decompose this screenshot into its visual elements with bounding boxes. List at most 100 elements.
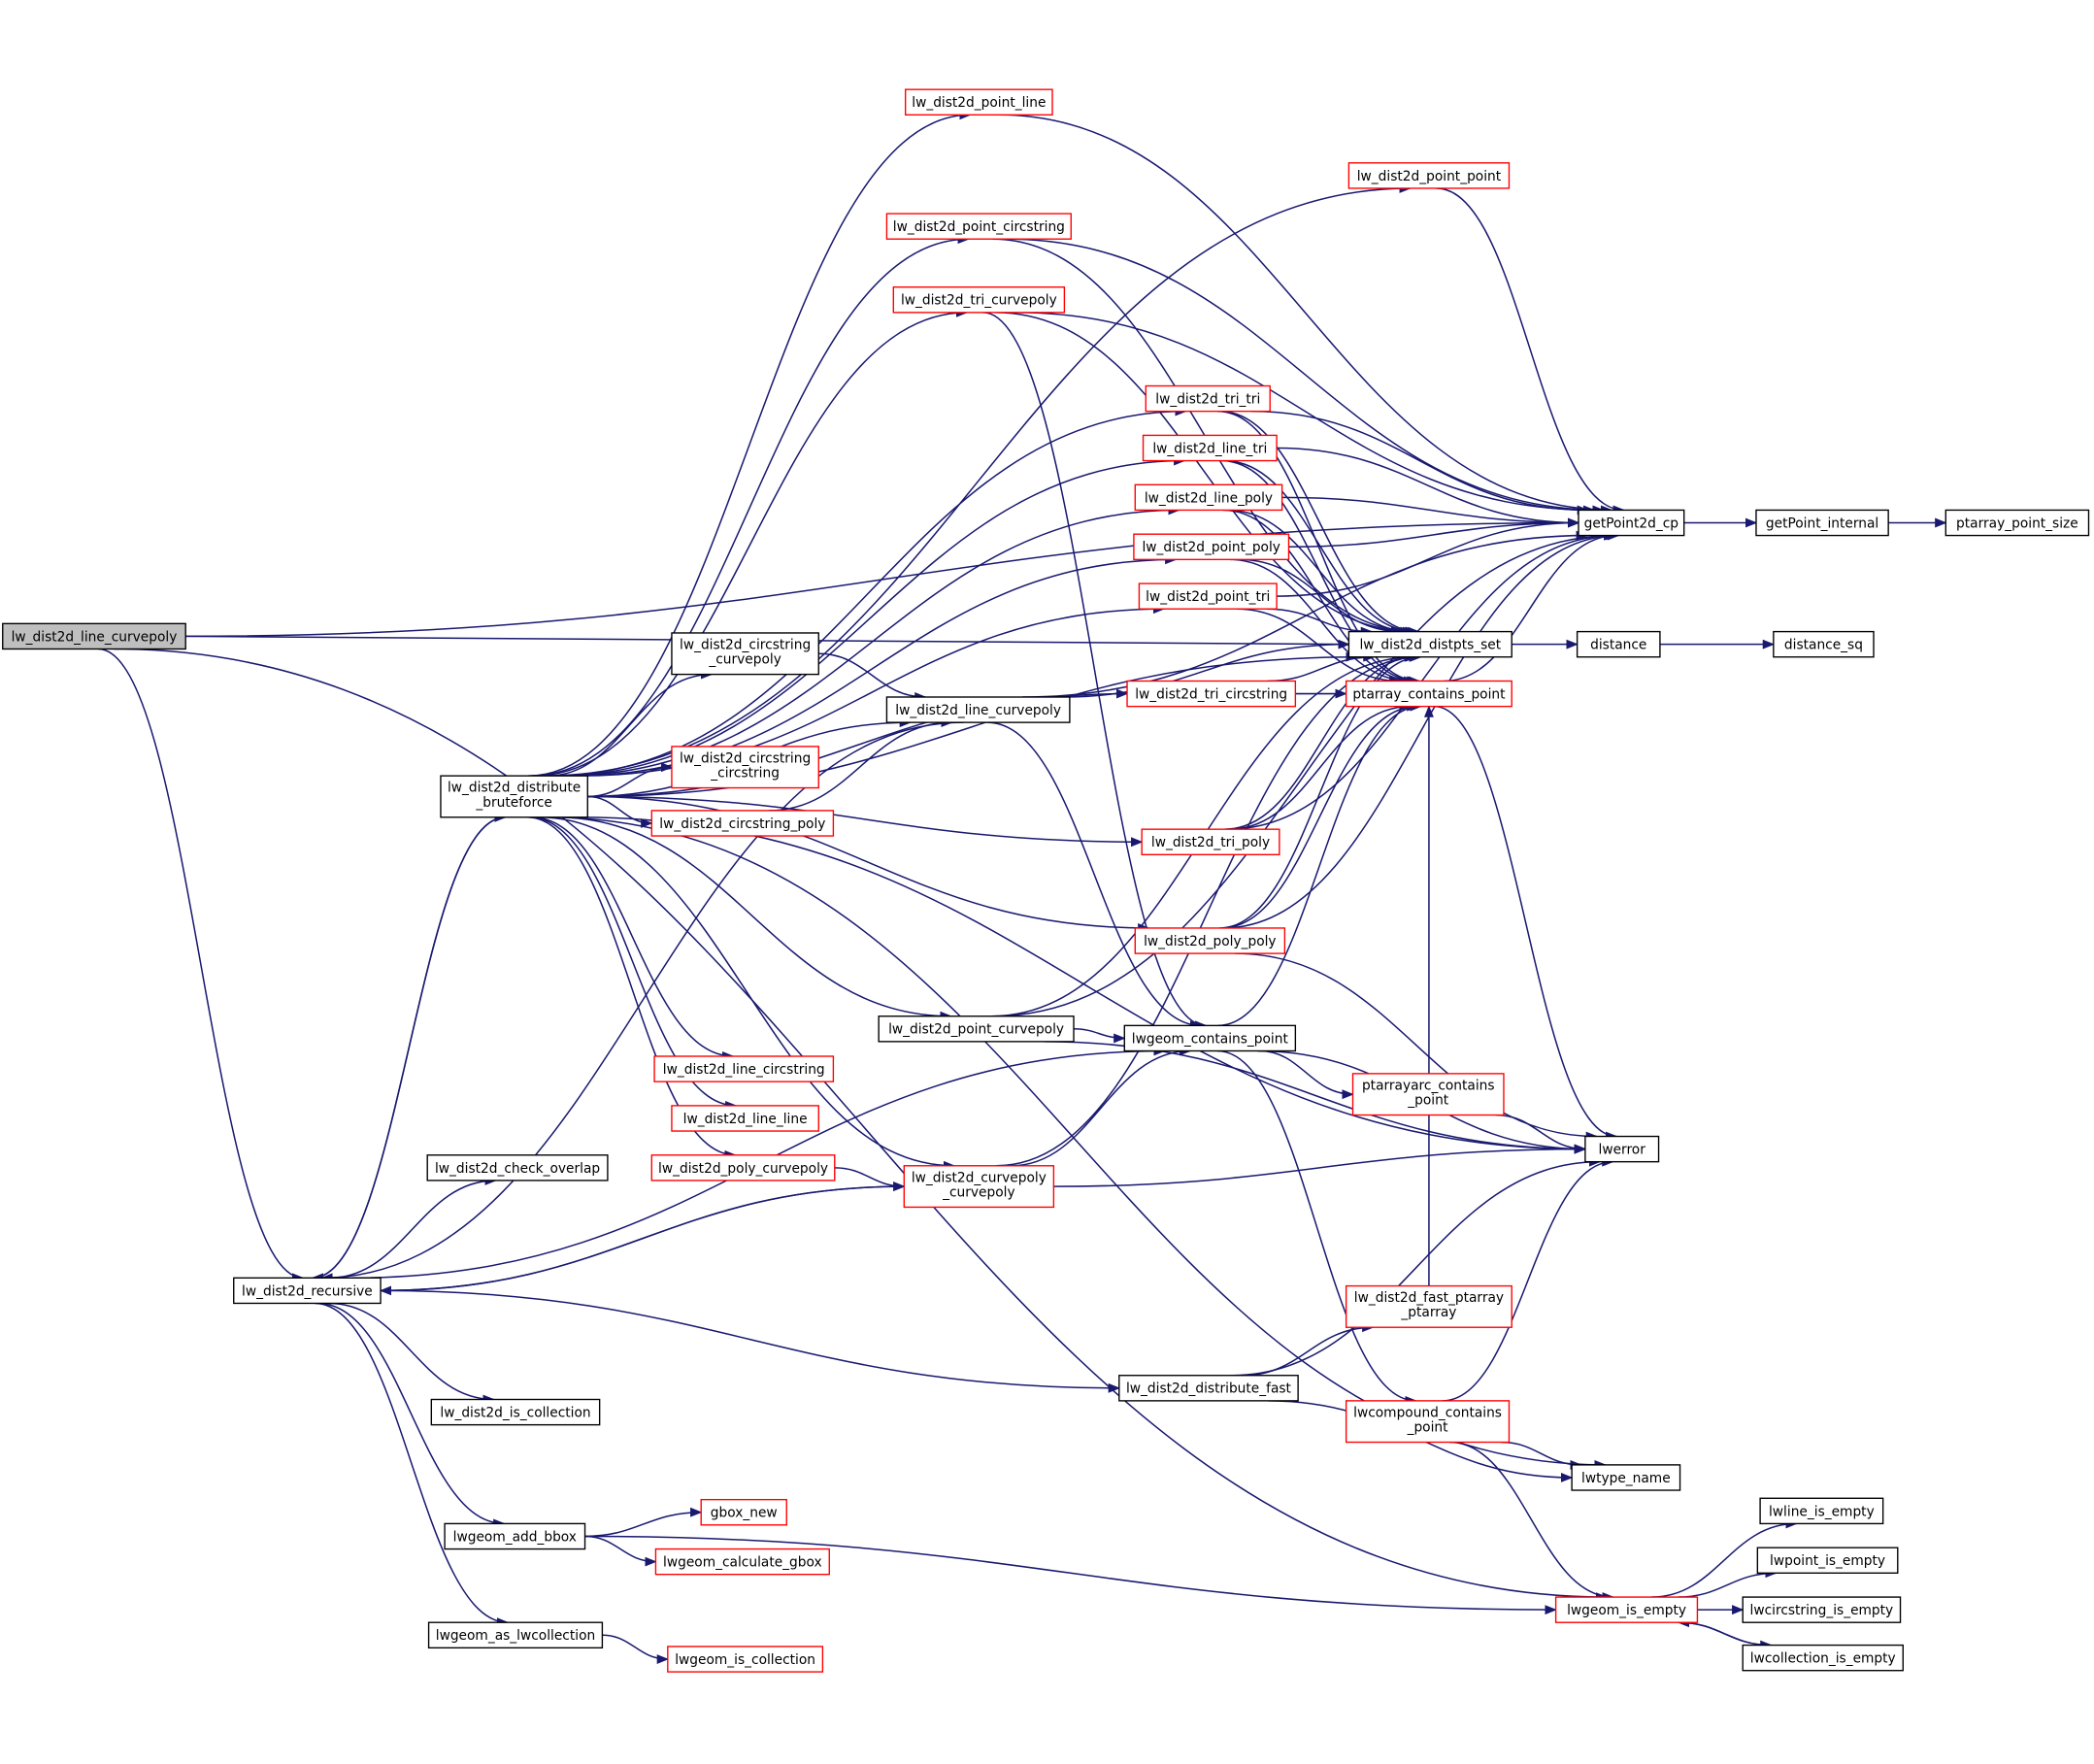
node-tri-circstring[interactable]: lw_dist2d_tri_circstring — [1126, 680, 1297, 708]
node-lwerror[interactable]: lwerror — [1584, 1135, 1660, 1163]
edge-bruteforce-to-point_poly — [572, 554, 1178, 777]
node-line-tri[interactable]: lw_dist2d_line_tri — [1142, 434, 1278, 462]
edge-point_curvepoly-to-getpoint2d — [992, 530, 1616, 1017]
node-ptarray-contains[interactable]: ptarray_contains_point — [1345, 680, 1512, 708]
node-circstring-curvepoly[interactable]: lw_dist2d_circstring_curvepoly — [671, 632, 819, 676]
node-box — [1345, 680, 1512, 708]
node-box — [1133, 533, 1290, 561]
node-poly-curvepoly[interactable]: lw_dist2d_poly_curvepoly — [650, 1154, 836, 1182]
node-tri-curvepoly[interactable]: lw_dist2d_tri_curvepoly — [892, 286, 1066, 314]
node-line-circstring[interactable]: lw_dist2d_line_circstring — [653, 1055, 835, 1082]
node-label: distance — [1590, 638, 1646, 653]
edge-root-to-recursive — [98, 648, 305, 1283]
node-lwcoll-empty[interactable]: lwcollection_is_empty — [1742, 1644, 1904, 1672]
node-label: lw_dist2d_distpts_set — [1359, 638, 1501, 653]
node-box — [671, 1105, 819, 1132]
node-label: _ptarray — [1400, 1305, 1456, 1320]
node-point-curvepoly[interactable]: lw_dist2d_point_curvepoly — [878, 1015, 1075, 1043]
node-label: ptarrayarc_contains — [1362, 1078, 1495, 1093]
node-recursive[interactable]: lw_dist2d_recursive — [233, 1277, 382, 1305]
node-distpts-set[interactable]: lw_dist2d_distpts_set — [1347, 630, 1512, 658]
node-circstring-circstring[interactable]: lw_dist2d_circstring_circstring — [671, 746, 819, 789]
edge-bruteforce-to-tri_poly — [587, 795, 1144, 848]
edge-point_tri-to-distpts_set — [1266, 608, 1374, 637]
node-ptarrayarc[interactable]: ptarrayarc_contains_point — [1351, 1073, 1505, 1116]
node-line-poly[interactable]: lw_dist2d_line_poly — [1134, 483, 1283, 512]
node-box — [1742, 1596, 1902, 1623]
edge-add_bbox-to-gbox_new — [584, 1507, 703, 1538]
edge-ptarray_contains-to-getpoint2d — [1444, 530, 1618, 682]
nodes-layer: lw_dist2d_line_curvepoly lw_dist2d_recurs… — [2, 88, 2090, 1673]
node-label: lwgeom_is_collection — [675, 1652, 815, 1668]
edge-as_lwcollection-to-geom_is_collection — [602, 1634, 670, 1664]
node-lwpoint-empty[interactable]: lwpoint_is_empty — [1756, 1547, 1899, 1574]
node-getpoint2d[interactable]: getPoint2d_cp — [1578, 509, 1685, 537]
node-geom-is-collection[interactable]: lwgeom_is_collection — [667, 1646, 824, 1673]
node-label: lw_dist2d_circstring_poly — [659, 816, 825, 832]
edge-line_curvepoly-to-recursive — [320, 721, 964, 1283]
node-box — [892, 286, 1066, 314]
node-is-collection[interactable]: lw_dist2d_is_collection — [430, 1398, 601, 1426]
node-getpoint-internal[interactable]: getPoint_internal — [1755, 509, 1889, 537]
edge-distribute_fast-to-lwerror — [1230, 1156, 1602, 1377]
edge-poly_poly-to-ptarray_contains — [1220, 701, 1419, 929]
node-add-bbox[interactable]: lwgeom_add_bbox — [444, 1522, 586, 1550]
node-tri-poly[interactable]: lw_dist2d_tri_poly — [1141, 828, 1280, 855]
node-box — [1578, 509, 1685, 537]
edge-compound_contains-to-lwerror — [1442, 1156, 1614, 1402]
node-label: lw_dist2d_is_collection — [440, 1406, 590, 1421]
node-bruteforce[interactable]: lw_dist2d_distribute_bruteforce — [440, 775, 588, 818]
node-box — [1123, 1024, 1297, 1052]
edge-is_empty-to-lwline_empty — [1651, 1518, 1798, 1598]
edge-bruteforce-to-lwtype_name — [548, 816, 1607, 1470]
node-box — [1145, 384, 1271, 413]
edge-root-to-is_empty — [114, 648, 1609, 1603]
node-distance-sq[interactable]: distance_sq — [1773, 630, 1875, 658]
node-curvepoly-curvepoly[interactable]: lw_dist2d_curvepoly_curvepoly — [903, 1165, 1055, 1209]
edge-line_curvepoly-to-distpts_set — [1061, 639, 1350, 698]
edge-curvepoly_curvepoly-to-distpts_set — [996, 651, 1421, 1167]
node-point-tri[interactable]: lw_dist2d_point_tri — [1138, 582, 1278, 610]
node-lwline-empty[interactable]: lwline_is_empty — [1759, 1497, 1884, 1525]
node-point-circstring[interactable]: lw_dist2d_point_circstring — [885, 213, 1072, 240]
node-point-line[interactable]: lw_dist2d_point_line — [904, 88, 1053, 116]
node-label: lwpoint_is_empty — [1770, 1553, 1885, 1569]
node-as-lwcollection[interactable]: lwgeom_as_lwcollection — [427, 1621, 604, 1649]
node-point-poly[interactable]: lw_dist2d_point_poly — [1133, 533, 1290, 561]
node-compound-contains[interactable]: lwcompound_contains_point — [1345, 1400, 1511, 1444]
node-check-overlap[interactable]: lw_dist2d_check_overlap — [426, 1154, 609, 1182]
node-point-point[interactable]: lw_dist2d_point_point — [1347, 162, 1511, 189]
node-fast-ptarray[interactable]: lw_dist2d_fast_ptarray_ptarray — [1345, 1284, 1512, 1328]
node-box — [878, 1015, 1075, 1043]
node-is-empty[interactable]: lwgeom_is_empty — [1554, 1596, 1699, 1623]
node-circstring-poly[interactable]: lw_dist2d_circstring_poly — [650, 810, 835, 837]
edge-line_curvepoly-to-getpoint2d — [1022, 530, 1588, 698]
node-root[interactable]: lw_dist2d_line_curvepoly — [2, 622, 186, 650]
node-ptarray-point-size[interactable]: ptarray_point_size — [1944, 509, 2090, 537]
node-box — [885, 213, 1072, 240]
edge-line_poly-to-ptarray_contains — [1222, 509, 1416, 686]
edge-line_curvepoly-to-contains_point — [986, 721, 1203, 1031]
edge-bruteforce-to-point_line — [527, 110, 972, 777]
node-poly-poly[interactable]: lw_dist2d_poly_poly — [1134, 927, 1286, 954]
node-lwtype-name[interactable]: lwtype_name — [1571, 1464, 1681, 1491]
node-box — [1773, 630, 1875, 658]
edge-bruteforce-to-tri_curvepoly — [533, 307, 969, 777]
node-line-curvepoly[interactable]: lw_dist2d_line_curvepoly — [885, 696, 1071, 723]
edge-bruteforce-to-lwerror — [579, 816, 1587, 1154]
edge-bruteforce-to-recursive — [311, 816, 506, 1283]
node-label: lw_dist2d_line_curvepoly — [895, 703, 1061, 718]
node-lwcirc-empty[interactable]: lwcircstring_is_empty — [1742, 1596, 1902, 1623]
node-line-line[interactable]: lw_dist2d_line_line — [671, 1105, 819, 1132]
node-gbox-new[interactable]: gbox_new — [700, 1498, 787, 1526]
node-contains-point[interactable]: lwgeom_contains_point — [1123, 1024, 1297, 1052]
node-box — [1554, 1596, 1699, 1623]
node-box — [667, 1646, 824, 1673]
node-box — [671, 632, 819, 676]
node-tri-tri[interactable]: lw_dist2d_tri_tri — [1145, 384, 1271, 413]
node-calculate-gbox[interactable]: lwgeom_calculate_gbox — [654, 1548, 830, 1576]
node-distance[interactable]: distance — [1576, 630, 1661, 658]
node-distribute-fast[interactable]: lw_dist2d_distribute_fast — [1118, 1375, 1299, 1402]
edge-line_poly-to-distpts_set — [1227, 509, 1413, 637]
